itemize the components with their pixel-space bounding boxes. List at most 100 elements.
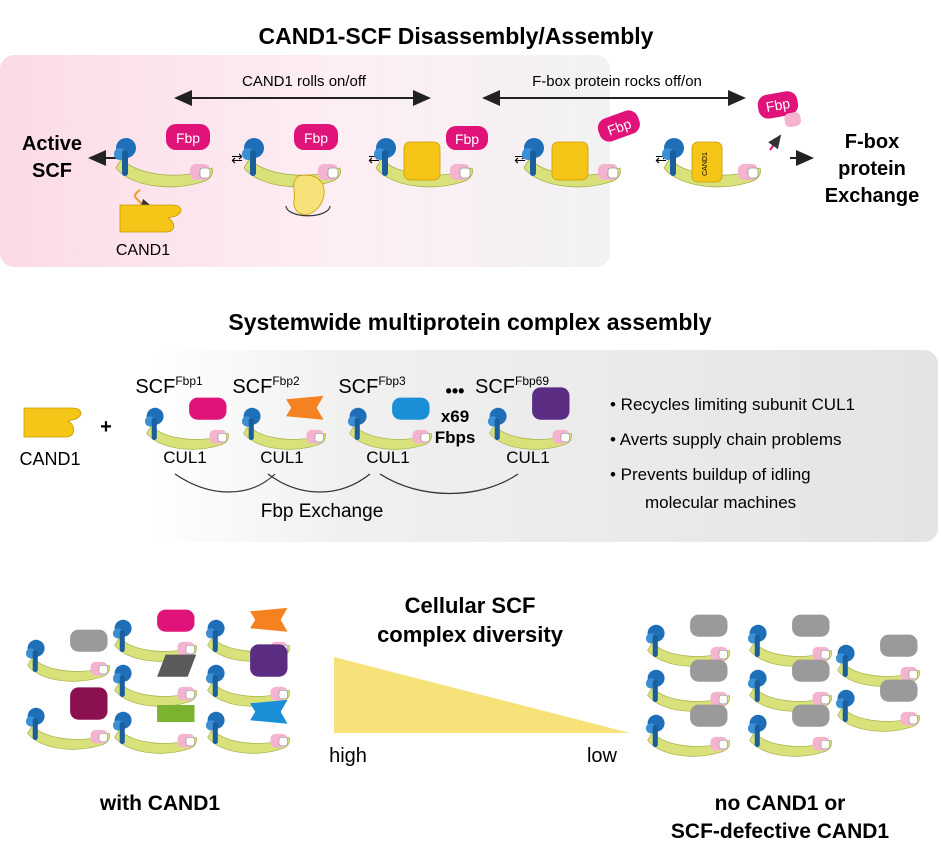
active-scf-line1: Active — [22, 133, 82, 155]
no-cand1-complex-7 — [645, 704, 731, 757]
fbp-shape — [157, 705, 195, 722]
bullet-1: • Recycles limiting subunit CUL1 — [610, 395, 855, 414]
released-fbp: Fbp — [757, 91, 801, 128]
diversity-title-line1: Cellular SCF — [405, 593, 536, 618]
fbp-shape — [880, 679, 918, 702]
fbp-shape — [70, 629, 108, 652]
section1-title: CAND1-SCF Disassembly/Assembly — [259, 23, 654, 49]
fbp-shape — [690, 704, 728, 727]
fbp-shape — [792, 704, 830, 727]
rolls-label: CAND1 rolls on/off — [242, 73, 367, 90]
exchange-arc-3 — [379, 473, 519, 494]
scf-complex-3 — [347, 397, 433, 450]
fbp-shape — [189, 397, 227, 420]
plus-sign: + — [100, 416, 112, 438]
fbp-shape — [250, 644, 288, 677]
x69-line2: Fbps — [435, 428, 476, 447]
fbp-shape — [286, 395, 324, 420]
fbp-shape — [690, 614, 728, 637]
exchange-line1: F-box — [845, 131, 899, 153]
cand1-free-protein — [119, 204, 182, 233]
scf-complex-2 — [241, 395, 327, 450]
bullet-3: • Prevents buildup of idling — [610, 465, 811, 484]
fbp-shape — [157, 654, 197, 677]
scf-complex-active: Fbp — [113, 124, 214, 188]
section2-title: Systemwide multiprotein complex assembly — [228, 309, 711, 335]
cul1-label: CUL1 — [260, 448, 303, 467]
cand1-small-label: CAND1 — [702, 152, 709, 176]
exchange-line3: Exchange — [825, 185, 919, 207]
with-cand1-complex-2 — [112, 609, 198, 662]
no-cand1-line1: no CAND1 or — [715, 792, 846, 815]
exchange-arc-1 — [174, 473, 276, 493]
exchange-line2: protein — [838, 158, 906, 180]
x69-line1: x69 — [441, 407, 469, 426]
scf-complex-1 — [144, 397, 230, 450]
scf-complex-cand1-binding: Fbp — [241, 124, 342, 217]
scf-complex-cand1-bound: Fbp — [373, 126, 488, 188]
diversity-title-line2: complex diversity — [377, 622, 564, 647]
with-cand1-complex-3 — [205, 607, 291, 662]
fbp-tag: Fbp — [176, 130, 200, 146]
fbp-shape — [70, 687, 108, 720]
exchange-arc-2 — [267, 473, 371, 493]
active-scf-line2: SCF — [32, 160, 72, 182]
fbp-tag: Fbp — [304, 130, 328, 146]
scf-label: SCFFbp3 — [338, 374, 406, 398]
bullet-2: • Averts supply chain problems — [610, 430, 841, 449]
fbp-shape — [880, 634, 918, 657]
diversity-gradient-wedge — [334, 657, 630, 733]
fbp-release-arrow — [768, 134, 782, 151]
with-cand1-complex-6 — [25, 687, 111, 750]
fbp-exchange-label: Fbp Exchange — [261, 501, 384, 522]
scf-label: SCFFbp69 — [475, 374, 549, 398]
scf-label: SCFFbp2 — [232, 374, 300, 398]
rocks-label: F-box protein rocks off/on — [532, 73, 702, 90]
fbp-shape — [392, 397, 430, 420]
with-cand1-label: with CAND1 — [99, 792, 220, 815]
with-cand1-complex-5 — [205, 644, 291, 707]
scf-complex-fbp-rocking: Fbp — [521, 110, 640, 188]
no-cand1-grid — [645, 614, 921, 757]
no-cand1-complex-3 — [835, 634, 921, 687]
with-cand1-complex-4 — [112, 654, 198, 707]
ellipsis: ••• — [446, 381, 465, 401]
equilibrium-1: ⇄ — [231, 150, 243, 166]
no-cand1-complex-8 — [747, 704, 833, 757]
scf-complex-4 — [487, 387, 573, 450]
bullet-3-cont: molecular machines — [645, 493, 796, 512]
cul1-label: CUL1 — [506, 448, 549, 467]
with-cand1-complex-8 — [205, 699, 291, 754]
no-cand1-complex-4 — [645, 659, 731, 712]
cul1-label: CUL1 — [163, 448, 206, 467]
with-cand1-complex-1 — [25, 629, 111, 682]
cand1-label: CAND1 — [116, 242, 170, 259]
no-cand1-complex-5 — [747, 659, 833, 712]
with-cand1-complex-7 — [112, 705, 198, 754]
fbp-tag: Fbp — [455, 131, 479, 147]
fbp-shape — [532, 387, 570, 420]
cul1-label: CUL1 — [366, 448, 409, 467]
no-cand1-line2: SCF-defective CAND1 — [671, 820, 890, 843]
cand1-label-sys: CAND1 — [19, 449, 80, 469]
fbp-shape — [250, 699, 288, 724]
scf-label: SCFFbp1 — [135, 374, 203, 398]
fbp-shape — [157, 609, 195, 632]
scf-complex-fbp-released: CAND1 — [661, 137, 762, 188]
cand1-protein — [23, 407, 82, 438]
no-cand1-complex-6 — [835, 679, 921, 732]
no-cand1-complex-1 — [645, 614, 731, 667]
with-cand1-grid — [25, 607, 291, 754]
fbp-shape — [690, 659, 728, 682]
fbp-tag: Fbp — [605, 115, 633, 138]
low-label: low — [587, 745, 618, 767]
no-cand1-complex-2 — [747, 614, 833, 667]
fbp-tag: Fbp — [765, 95, 792, 115]
fbp-shape — [792, 614, 830, 637]
high-label: high — [329, 745, 367, 767]
fbp-shape — [250, 607, 288, 632]
fbp-shape — [792, 659, 830, 682]
